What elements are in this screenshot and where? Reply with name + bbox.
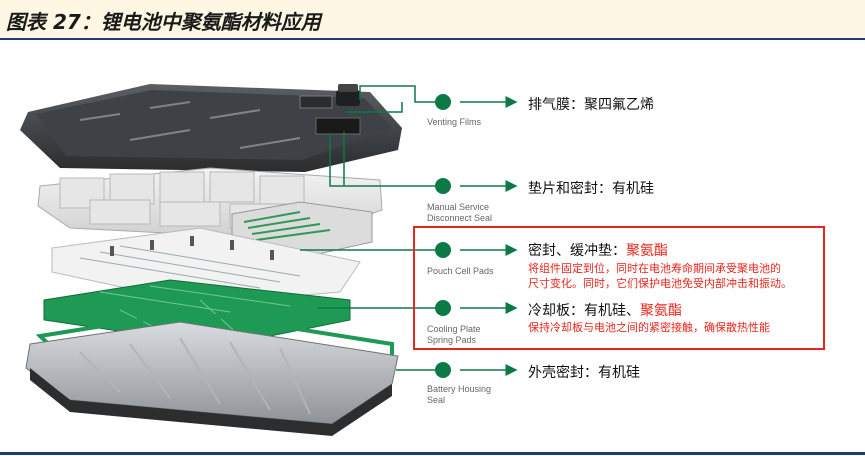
callout-markers xyxy=(435,94,518,378)
polyurethane-highlight-box xyxy=(413,226,825,350)
desc-pouch-pads-line2: 尺寸变化。同时，它们保护电池免受内部冲击和振动。 xyxy=(528,277,792,290)
battery-tray xyxy=(25,321,399,436)
label-battery-housing-line1: Battery Housing xyxy=(427,384,492,394)
cn-cooling-plate: 冷却板：有机硅、聚氨酯 xyxy=(528,300,682,320)
cn-pouch-pads-main: 密封、缓冲垫： xyxy=(528,243,626,259)
bottom-rule xyxy=(0,452,865,455)
label-manual-service-line2: Disconnect Seal xyxy=(427,213,493,223)
battery-lid xyxy=(20,84,402,172)
label-venting-films: Venting Films xyxy=(427,117,482,127)
pouch-cells xyxy=(51,227,361,305)
cn-venting-film: 排气膜：聚四氟乙烯 xyxy=(528,97,654,113)
cn-housing-seal: 外壳密封：有机硅 xyxy=(528,365,640,381)
label-pouch-cell-pads: Pouch Cell Pads xyxy=(427,266,494,276)
cn-pouch-pads-pu: 聚氨酯 xyxy=(626,243,668,259)
cn-cooling-plate-main: 冷却板：有机硅、 xyxy=(528,303,640,319)
label-manual-service-line1: Manual Service xyxy=(427,202,490,212)
desc-pouch-pads-line1: 将组件固定到位，同时在电池寿命期间承受聚电池的 xyxy=(528,262,781,275)
label-battery-housing-line2: Seal xyxy=(427,395,446,405)
figure-title: 图表 27：锂电池中聚氨酯材料应用 xyxy=(6,10,321,34)
desc-cooling-plate: 保持冷却板与电池之间的紧密接触，确保散热性能 xyxy=(528,321,770,334)
cn-cooling-plate-pu: 聚氨酯 xyxy=(640,303,682,319)
title-bar: 图表 27：锂电池中聚氨酯材料应用 xyxy=(0,0,865,40)
cn-gasket-seal: 垫片和密封：有机硅 xyxy=(528,181,654,197)
label-cooling-plate-line2: Spring Pads xyxy=(427,335,477,345)
label-cooling-plate-line1: Cooling Plate xyxy=(427,324,481,334)
cn-pouch-pads: 密封、缓冲垫：聚氨酯 xyxy=(528,240,668,260)
battery-modules xyxy=(37,167,383,259)
